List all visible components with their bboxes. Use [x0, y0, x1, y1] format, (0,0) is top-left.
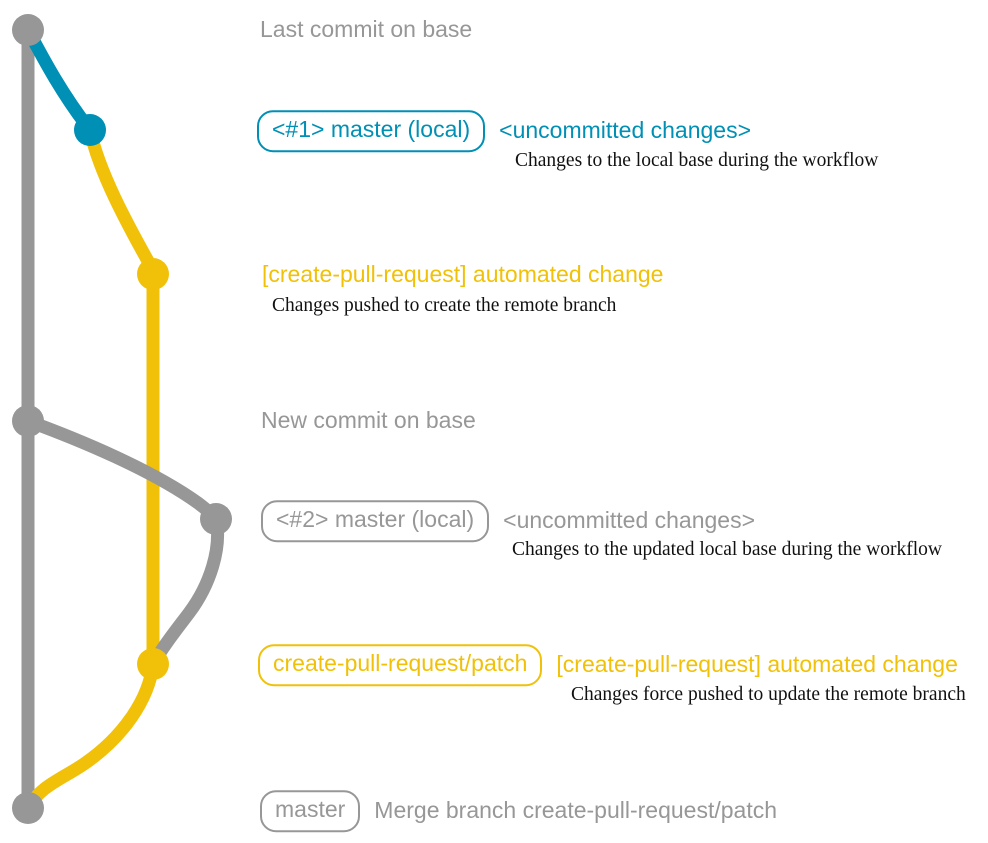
commit-message: Last commit on base — [260, 16, 473, 43]
commit-row-local-2: <#2> master (local) <uncommitted changes… — [261, 500, 755, 542]
updated-local-branch-curve — [21, 414, 225, 671]
commit-message: [create-pull-request] automated change — [262, 261, 664, 288]
commit-message: New commit on base — [261, 407, 476, 434]
commit-dot-base-top — [12, 14, 44, 46]
commit-description: Changes to the updated local base during… — [512, 539, 942, 560]
commit-row-last-base: Last commit on base — [260, 16, 472, 44]
commit-message: <uncommitted changes> — [503, 507, 756, 534]
local-branch-curve — [21, 23, 97, 137]
commit-dot-patch-2 — [137, 648, 169, 680]
commit-dot-local-2 — [200, 503, 232, 535]
commit-dot-base-new — [12, 405, 44, 437]
branch-label-master-local-1: <#1> master (local) — [257, 110, 486, 152]
commit-description: Changes pushed to create the remote bran… — [272, 295, 617, 316]
commit-dot-patch-1 — [137, 258, 169, 290]
commit-dot-local-1 — [74, 114, 106, 146]
commit-description: Changes force pushed to update the remot… — [571, 684, 966, 705]
commit-row-patch-1: [create-pull-request] automated change — [262, 261, 663, 289]
commit-dot-base-merge — [12, 792, 44, 824]
commit-row-new-base: New commit on base — [261, 407, 476, 435]
commit-row-local-1: <#1> master (local) <uncommitted changes… — [257, 110, 751, 152]
commit-message: Merge branch create-pull-request/patch — [374, 797, 778, 824]
commit-row-patch-2: create-pull-request/patch [create-pull-r… — [258, 644, 958, 686]
commit-row-merge: master Merge branch create-pull-request/… — [260, 790, 777, 832]
commit-message: [create-pull-request] automated change — [556, 651, 958, 678]
commit-description: Changes to the local base during the wor… — [515, 150, 879, 171]
patch-branch-curve — [21, 123, 160, 815]
branch-label-patch: create-pull-request/patch — [258, 644, 543, 686]
branch-label-master: master — [260, 790, 361, 832]
branch-label-master-local-2: <#2> master (local) — [261, 500, 490, 542]
commit-message: <uncommitted changes> — [499, 117, 752, 144]
